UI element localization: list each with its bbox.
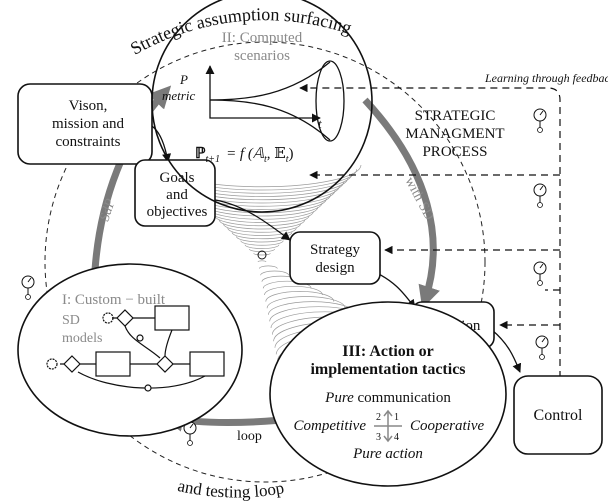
gauge-icon <box>21 275 35 300</box>
process-title-2: MANAGMENT <box>405 126 504 142</box>
action-tactics-circle <box>269 301 507 487</box>
control-label: Control <box>534 407 583 424</box>
cone-line <box>258 265 278 269</box>
sdp-label: SdP <box>98 197 119 224</box>
gauge-icon <box>533 261 547 286</box>
scenario-plot <box>205 60 345 142</box>
vision-line-1: Vison, <box>69 98 108 114</box>
control-box[interactable] <box>513 375 603 455</box>
gauge-icon <box>533 108 547 133</box>
cone-line <box>253 253 271 256</box>
competitive-label: Competitive <box>294 418 367 434</box>
tactics-title-2: implementation tactics <box>310 361 465 378</box>
process-title-1: STRATEGIC <box>415 108 496 124</box>
compass-3: 3 <box>376 432 381 443</box>
tactics-title-1: III: Action or <box>342 343 434 360</box>
loop-label: loop <box>237 429 262 444</box>
axis-t: t <box>318 116 322 131</box>
compass-2: 2 <box>376 412 381 423</box>
vision-line-2: mission and <box>52 116 125 132</box>
vision-box[interactable] <box>17 83 153 165</box>
computed-scenarios-circle <box>151 0 373 213</box>
cone-line <box>260 270 289 276</box>
axis-metric: metric <box>162 88 195 103</box>
strategy-line-2: design <box>315 260 355 276</box>
cone-line <box>240 240 284 246</box>
gauge-icon <box>183 421 197 446</box>
sd-models-circle <box>17 263 243 437</box>
computed-title-1: II: Computed <box>222 30 303 46</box>
strategy-line-1: Strategy <box>310 242 360 258</box>
cone-line <box>223 223 301 233</box>
cone-line <box>218 219 306 230</box>
goals-box[interactable] <box>134 159 216 227</box>
gauge-icon <box>535 335 549 360</box>
compass-4: 4 <box>394 432 399 443</box>
goals-line-3: objectives <box>147 204 208 220</box>
process-title-3: PROCESS <box>422 144 487 160</box>
cone-line <box>249 248 275 253</box>
axis-p: P <box>179 72 188 87</box>
cone-line <box>265 291 335 302</box>
gauge-icon <box>533 183 547 208</box>
cone-line <box>227 227 297 236</box>
custom-built-title: I: Custom − built <box>62 292 166 308</box>
with-sd-arrow <box>362 97 440 309</box>
compass-arrows <box>374 409 402 443</box>
formula: ℙt+1= f (𝔸t, 𝔼t) <box>195 146 293 165</box>
cone-line <box>257 260 267 263</box>
gauge-icons <box>21 108 549 446</box>
sd-label: SD <box>62 313 80 328</box>
learning-label: Learning through feedback <box>484 71 608 85</box>
pure-action-label: Pure action <box>352 446 423 462</box>
models-label: models <box>62 331 102 346</box>
cooperative-label: Cooperative <box>410 418 484 434</box>
compass-1: 1 <box>394 412 399 423</box>
computed-title-2: scenarios <box>234 48 290 64</box>
feedback-lines <box>299 83 561 378</box>
cone-line <box>244 244 280 249</box>
outer-loop-circle <box>44 41 486 483</box>
cone-line <box>266 296 346 309</box>
vision-line-3: constraints <box>56 134 121 150</box>
cone-line <box>264 285 323 296</box>
goals-line-2: and <box>166 187 188 203</box>
strategy-box[interactable] <box>289 231 381 285</box>
cone-line <box>262 280 312 289</box>
center-loop-icon <box>257 250 267 260</box>
with-sd-label: with SD <box>401 175 436 223</box>
stock-flow-diagram <box>46 305 225 392</box>
pure-communication: Pure communication <box>324 390 451 406</box>
